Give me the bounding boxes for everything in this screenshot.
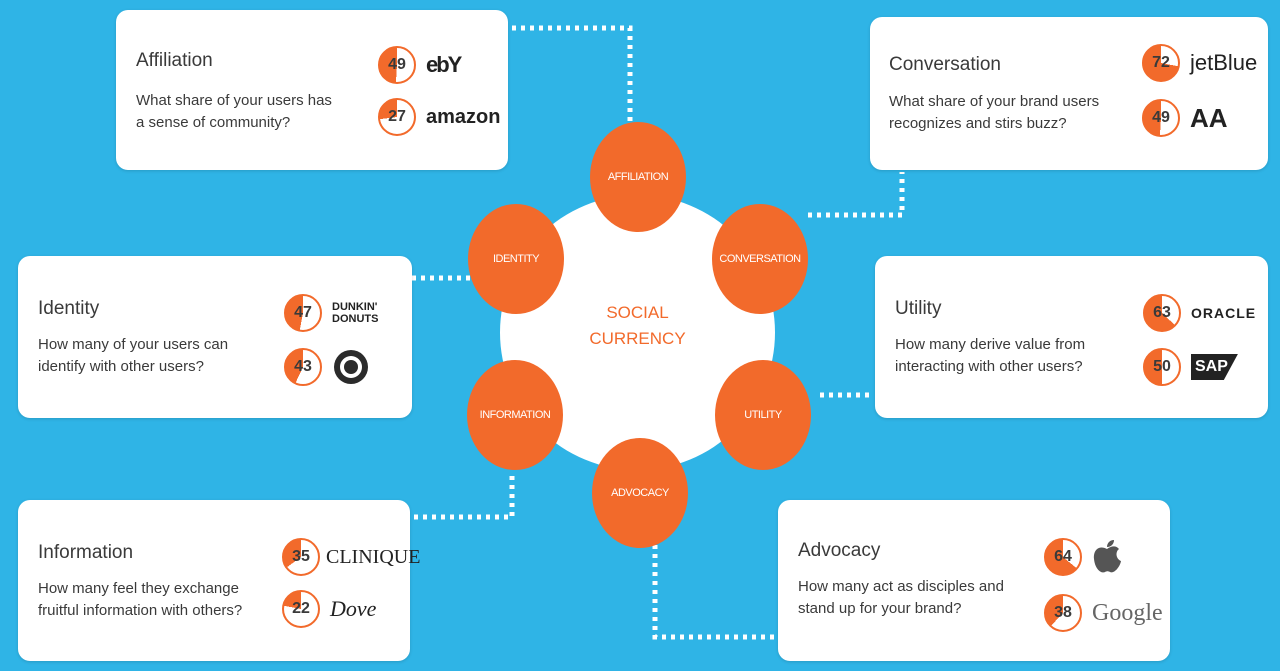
google-logo: Google xyxy=(1092,599,1163,626)
connector-information xyxy=(414,475,515,520)
metric-apple: 64 xyxy=(1044,538,1122,576)
dove-logo: Dove xyxy=(330,596,377,621)
node-information: INFORMATION xyxy=(467,360,563,470)
gauge: 27 xyxy=(378,98,416,136)
card-question: How many of your users can identify with… xyxy=(38,336,229,375)
gauge: 22 xyxy=(282,590,320,628)
gauge: 35 xyxy=(282,538,320,576)
american-airlines-logo: AA xyxy=(1190,102,1228,133)
metric-dunkin: 47 DUNKIN' DONUTS xyxy=(284,294,378,332)
card-question: What share of your brand users recognize… xyxy=(889,93,1100,132)
card-question: How many feel they exchange fruitful inf… xyxy=(38,580,243,619)
card-question: What share of your users has a sense of … xyxy=(136,92,332,131)
metric-amazon: 27 amazon xyxy=(378,98,500,136)
card-information: Information How many feel they exchange … xyxy=(18,500,420,661)
hub-label: SOCIAL CURRENCY xyxy=(589,303,686,348)
connector-conversation xyxy=(808,172,905,218)
apple-logo xyxy=(1093,540,1121,573)
node-utility: UTILITY xyxy=(715,360,811,470)
connector-affiliation xyxy=(512,25,633,130)
card-affiliation: Affiliation What share of your users has… xyxy=(116,10,508,170)
amazon-logo: amazon xyxy=(426,105,501,128)
gauge: 43 xyxy=(284,348,322,386)
metric-clinique: 35 CLINIQUE xyxy=(282,538,420,576)
gauge: 63 xyxy=(1143,294,1181,332)
node-conversation: CONVERSATION xyxy=(712,204,808,314)
gauge: 47 xyxy=(284,294,322,332)
sap-logo: SAP xyxy=(1191,354,1238,380)
card-title: Affiliation xyxy=(136,50,213,71)
card-title: Utility xyxy=(895,298,942,319)
metric-google: 38 Google xyxy=(1044,594,1163,632)
dunkin-donuts-logo: DUNKIN' DONUTS xyxy=(332,301,379,325)
card-title: Advocacy xyxy=(798,540,881,561)
gauge: 64 xyxy=(1044,538,1082,576)
gauge: 38 xyxy=(1044,594,1082,632)
metric-sap: 50 SAP xyxy=(1143,348,1238,386)
starbucks-logo xyxy=(334,350,368,384)
card-question: How many act as disciples and stand up f… xyxy=(798,578,1004,617)
oracle-logo: ORACLE xyxy=(1191,305,1257,321)
card-identity: Identity How many of your users can iden… xyxy=(18,256,412,418)
metric-dove: 22 Dove xyxy=(282,590,376,628)
card-conversation: Conversation What share of your brand us… xyxy=(870,17,1268,170)
gauge: 72 xyxy=(1142,44,1180,82)
metric-jetblue: 72 jetBlue xyxy=(1142,44,1257,82)
metric-starbucks: 43 xyxy=(284,348,370,386)
gauge: 49 xyxy=(378,46,416,84)
ebay-logo: ebY xyxy=(426,52,462,77)
gauge: 50 xyxy=(1143,348,1181,386)
jetblue-logo: jetBlue xyxy=(1190,50,1258,75)
card-advocacy: Advocacy How many act as disciples and s… xyxy=(778,500,1170,661)
node-advocacy: ADVOCACY xyxy=(592,438,688,548)
card-title: Identity xyxy=(38,298,100,319)
connector-advocacy xyxy=(652,545,775,640)
metric-oracle: 63 ORACLE xyxy=(1143,294,1256,332)
node-affiliation: AFFILIATION xyxy=(590,122,686,232)
node-identity: IDENTITY xyxy=(468,204,564,314)
metric-aa: 49 AA xyxy=(1142,99,1228,137)
card-title: Information xyxy=(38,542,134,563)
card-title: Conversation xyxy=(889,54,1001,75)
metric-ebay: 49 ebY xyxy=(378,46,462,84)
clinique-logo: CLINIQUE xyxy=(326,545,421,568)
card-utility: Utility How many derive value from inter… xyxy=(875,256,1268,418)
card-question: How many derive value from interacting w… xyxy=(895,336,1086,375)
gauge: 49 xyxy=(1142,99,1180,137)
